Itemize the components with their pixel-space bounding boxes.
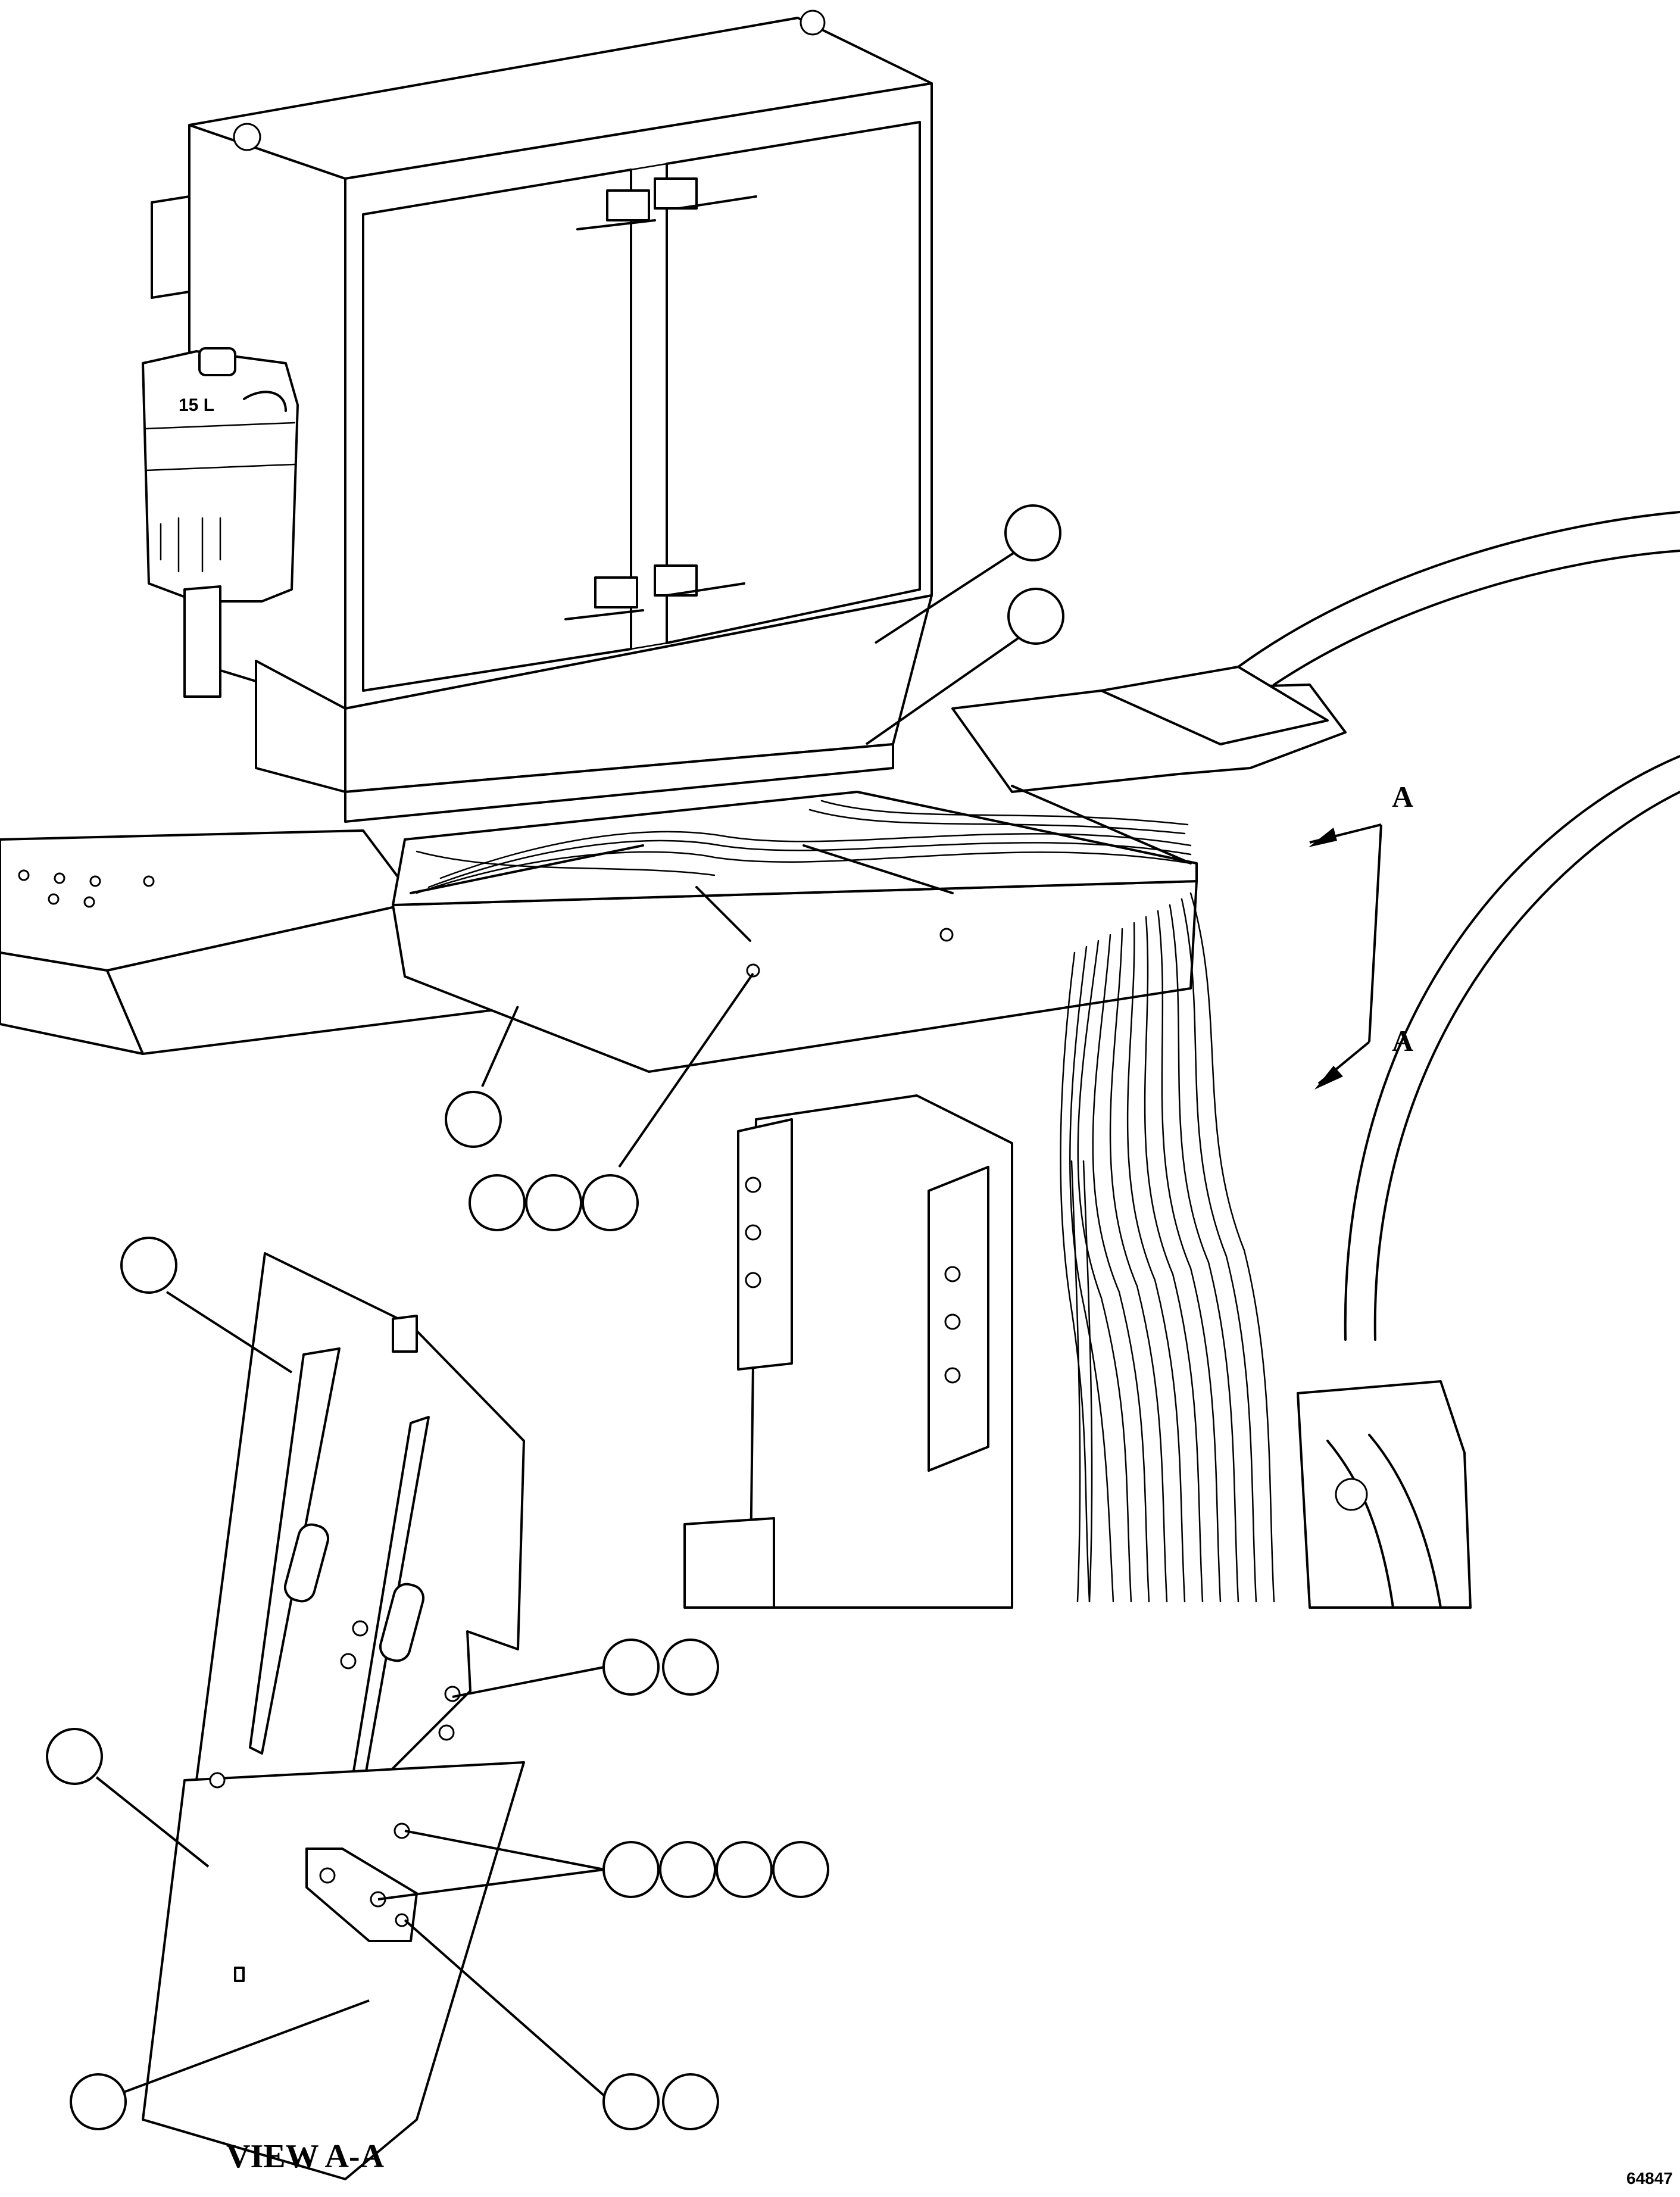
callout-bubble <box>582 1174 639 1231</box>
view-a-a-bracket <box>142 1252 525 2180</box>
callout-bubble <box>469 1174 526 1231</box>
callout-leaders <box>95 550 1021 2097</box>
callout-bubble <box>659 1841 716 1898</box>
callout-bubble <box>602 2073 660 2130</box>
callout-bubble <box>525 1174 582 1231</box>
cable-tray <box>392 785 1198 1073</box>
callout-group-2 <box>1007 588 1064 645</box>
callout-bubble <box>716 1841 773 1898</box>
section-marker-upper: A <box>1392 780 1413 813</box>
callout-bubble <box>662 2073 719 2130</box>
callout-bubble <box>1004 504 1061 561</box>
tank-capacity-label: 15 L <box>179 395 214 415</box>
callout-bubble <box>602 1639 660 1696</box>
callout-group-6 <box>602 1639 719 1696</box>
machine-frame <box>0 511 1680 1609</box>
callout-bubble <box>46 1728 103 1785</box>
callout-group-3 <box>445 1091 502 1148</box>
callout-group-10 <box>602 2073 719 2130</box>
callout-group-8 <box>602 1841 829 1898</box>
callout-bubble <box>602 1841 660 1898</box>
section-markers: A A <box>1309 780 1413 1090</box>
callout-bubble <box>1007 588 1064 645</box>
view-caption: VIEW A-A <box>226 2138 385 2175</box>
section-marker-lower: A <box>1392 1024 1413 1057</box>
callout-bubble <box>120 1237 177 1294</box>
callout-group-5 <box>120 1237 177 1294</box>
washer-tank: 15 L <box>142 347 299 698</box>
electrical-cabinet <box>151 10 933 823</box>
callout-bubble <box>772 1841 829 1898</box>
section-arrow-lower <box>1314 1066 1343 1090</box>
figure-number: 64847 <box>1626 2169 1673 2187</box>
section-arrow-upper <box>1309 828 1337 847</box>
callout-group-9 <box>70 2073 127 2130</box>
callout-bubble <box>445 1091 502 1148</box>
callout-group-7 <box>46 1728 103 1785</box>
callout-group-4 <box>469 1174 639 1231</box>
cable-bundle <box>1060 892 1275 1603</box>
callout-bubble <box>70 2073 127 2130</box>
callout-bubble <box>662 1639 719 1696</box>
callout-group-1 <box>1004 504 1061 561</box>
